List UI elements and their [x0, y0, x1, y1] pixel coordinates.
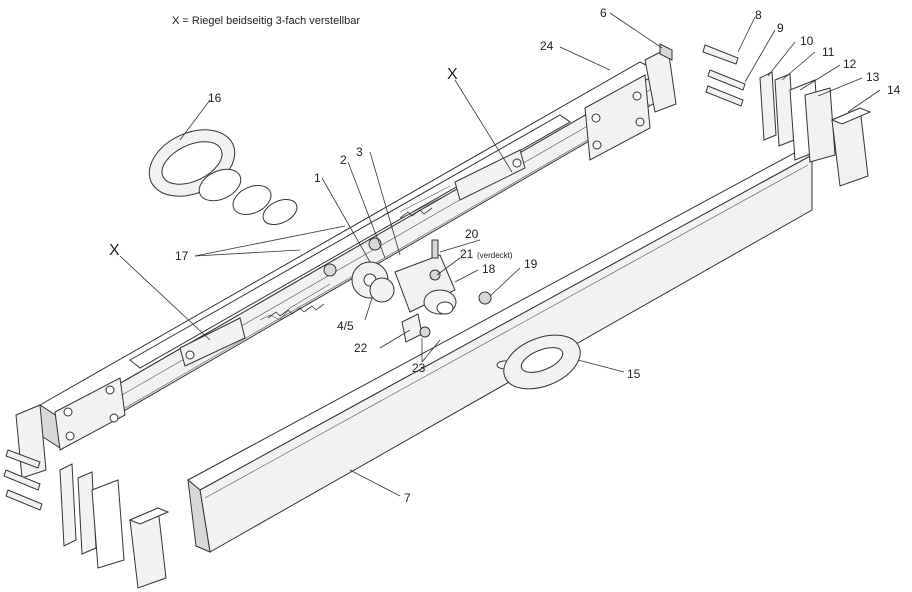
header-note: X = Riegel beidseitig 3-fach verstellbar: [172, 15, 360, 27]
label-12: 12: [843, 57, 857, 71]
label-16: 16: [208, 91, 222, 105]
label-x-left: X: [109, 242, 120, 259]
label-9: 9: [777, 21, 784, 35]
label-21-note: (verdeckt): [477, 251, 513, 260]
mounting-plates-left: [59, 463, 125, 569]
label-13: 13: [866, 70, 880, 84]
cylinder-cover-15: [503, 334, 581, 390]
gear-mechanism: [323, 237, 492, 343]
label-17: 17: [175, 249, 189, 263]
rail-end-plate-left: [54, 377, 126, 451]
end-cap-14: [830, 107, 872, 187]
label-15: 15: [627, 367, 641, 381]
label-24: 24: [540, 39, 554, 53]
upper-rail: [39, 61, 662, 449]
rail-end-plate-right: [584, 74, 651, 161]
label-11: 11: [822, 45, 835, 59]
label-1: 1: [314, 171, 321, 185]
label-7: 7: [404, 491, 411, 505]
cylinder-cover-16: [148, 129, 298, 226]
label-21: 21: [460, 247, 474, 261]
leader-lines: [119, 12, 881, 497]
rack: [267, 207, 433, 319]
label-8: 8: [755, 8, 762, 22]
label-3: 3: [356, 145, 363, 159]
mounting-plates-right: [759, 71, 836, 163]
bolt-left: [179, 283, 331, 367]
bolt-right: [399, 149, 526, 219]
end-block-6: [644, 43, 677, 113]
label-18: 18: [482, 262, 496, 276]
label-23: 23: [412, 361, 426, 375]
part-labels: 6 24 8 9 10 11 12 13 14 X X 16 17 1 2 3 …: [109, 6, 901, 505]
label-6: 6: [600, 6, 607, 20]
label-4-5: 4/5: [337, 319, 354, 333]
wall-anchors-right: [702, 44, 746, 107]
label-14: 14: [887, 83, 901, 97]
cover-profile-7: [187, 149, 814, 553]
label-2: 2: [340, 153, 347, 167]
end-cap-left: [128, 507, 170, 589]
end-block-left: [15, 404, 47, 479]
label-20: 20: [465, 227, 479, 241]
label-10: 10: [800, 34, 814, 48]
label-22: 22: [354, 341, 368, 355]
wall-anchors-left: [3, 449, 43, 511]
label-x-right: X: [447, 66, 458, 83]
label-19: 19: [524, 257, 538, 271]
